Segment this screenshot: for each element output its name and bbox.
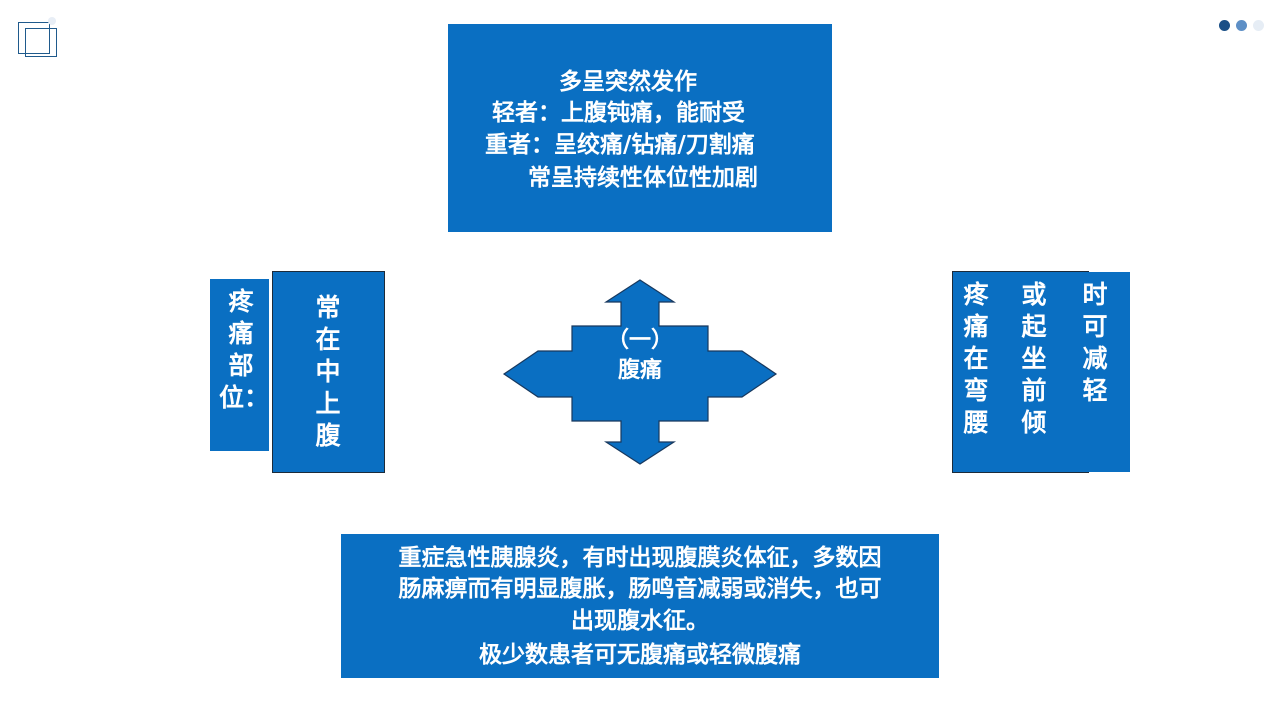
onset-line-3: 重者：呈绞痛/钻痛/刀割痛 (485, 132, 755, 158)
page-indicator-dot-3 (1253, 20, 1264, 31)
severe-line-4: 极少数患者可无腹痛或轻微腹痛 (479, 642, 801, 668)
onset-line-4: 常呈持续性体位性加剧 (528, 165, 758, 191)
pain-location-value: 常在中上腹 (315, 293, 341, 450)
severe-case-description-box: 重症急性胰腺炎，有时出现腹膜炎体征，多数因 肠麻痹而有明显腹胀，肠鸣音减弱或消失… (341, 534, 939, 678)
section-title: 腹痛 (617, 358, 662, 383)
pain-relief-column-1: 疼痛在弯腰 (963, 280, 989, 437)
pain-location-label: 疼痛部位： (219, 287, 270, 412)
pain-relief-box-front: 时可减轻 (1069, 272, 1130, 472)
page-indicator-dot-1 (1219, 20, 1230, 31)
abdominal-pain-title: （一） 腹痛 (570, 326, 710, 400)
pain-location-label-box: 疼痛部位： (210, 279, 269, 451)
corner-decor-dot (48, 17, 56, 25)
section-number: （一） (606, 328, 673, 353)
corner-square-outline (18, 22, 50, 54)
onset-description-box: 多呈突然发作 轻者：上腹钝痛，能耐受 重者：呈绞痛/钻痛/刀割痛 常呈持续性体位… (448, 24, 832, 232)
severe-line-2: 肠麻痹而有明显腹胀，肠鸣音减弱或消失，也可 (398, 576, 882, 602)
pain-location-value-box: 常在中上腹 (272, 271, 385, 473)
onset-line-2: 轻者：上腹钝痛，能耐受 (492, 100, 745, 126)
page-indicator-dot-2 (1236, 20, 1247, 31)
severe-line-1: 重症急性胰腺炎，有时出现腹膜炎体征，多数因 (398, 545, 882, 571)
pain-relief-box: 疼痛在弯腰 或起坐前倾 (952, 271, 1089, 473)
pain-relief-column-2: 或起坐前倾 (1021, 280, 1047, 437)
pain-relief-column-3: 时可减轻 (1082, 280, 1108, 405)
severe-line-3: 出现腹水征。 (571, 608, 709, 634)
four-way-arrow-icon (502, 279, 778, 465)
corner-square-outline-offset (25, 28, 57, 57)
onset-line-1: 多呈突然发作 (559, 69, 697, 95)
